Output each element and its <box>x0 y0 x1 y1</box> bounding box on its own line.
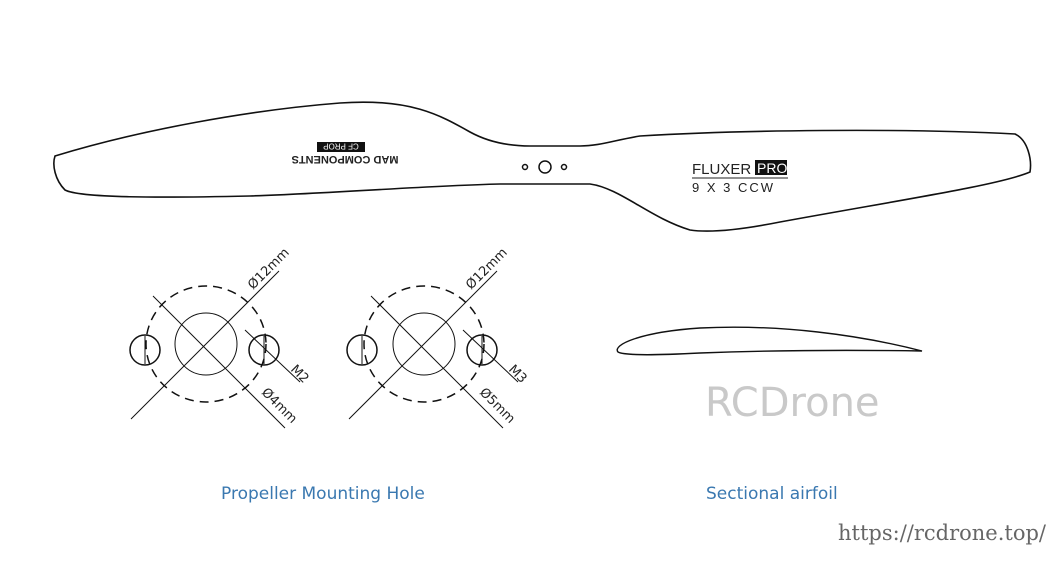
inner-diameter-label: Ø5mm <box>476 385 518 427</box>
pro-badge <box>755 160 787 175</box>
mounting-caption: Propeller Mounting Hole <box>221 484 425 504</box>
inner-diameter-label: Ø4mm <box>258 385 300 427</box>
airfoil-section <box>616 326 923 356</box>
cf-prop-label: CF PROP <box>323 142 359 151</box>
pro-label: PRO <box>757 160 787 176</box>
screw-size-label: M3 <box>505 362 529 386</box>
outer-diameter-label: Ø12mm <box>245 245 292 292</box>
model-label: 9 X 3 CCW <box>692 180 775 195</box>
hub-holes-icon <box>521 160 568 174</box>
cf-prop-badge <box>317 142 365 152</box>
propeller-outline <box>53 101 1032 232</box>
screw-size-label: M2 <box>287 362 311 386</box>
fluxer-logo: FLUXER <box>692 161 751 178</box>
mounting-diagram-m2 <box>129 270 301 429</box>
airfoil-caption: Sectional airfoil <box>706 484 838 504</box>
source-url: https://rcdrone.top/ <box>838 521 1047 545</box>
outer-diameter-label: Ø12mm <box>463 245 510 292</box>
mounting-diagram-m3 <box>346 270 519 429</box>
watermark: RCDrone <box>705 380 880 426</box>
mad-components-logo: MAD COMPONENTS <box>292 153 399 165</box>
